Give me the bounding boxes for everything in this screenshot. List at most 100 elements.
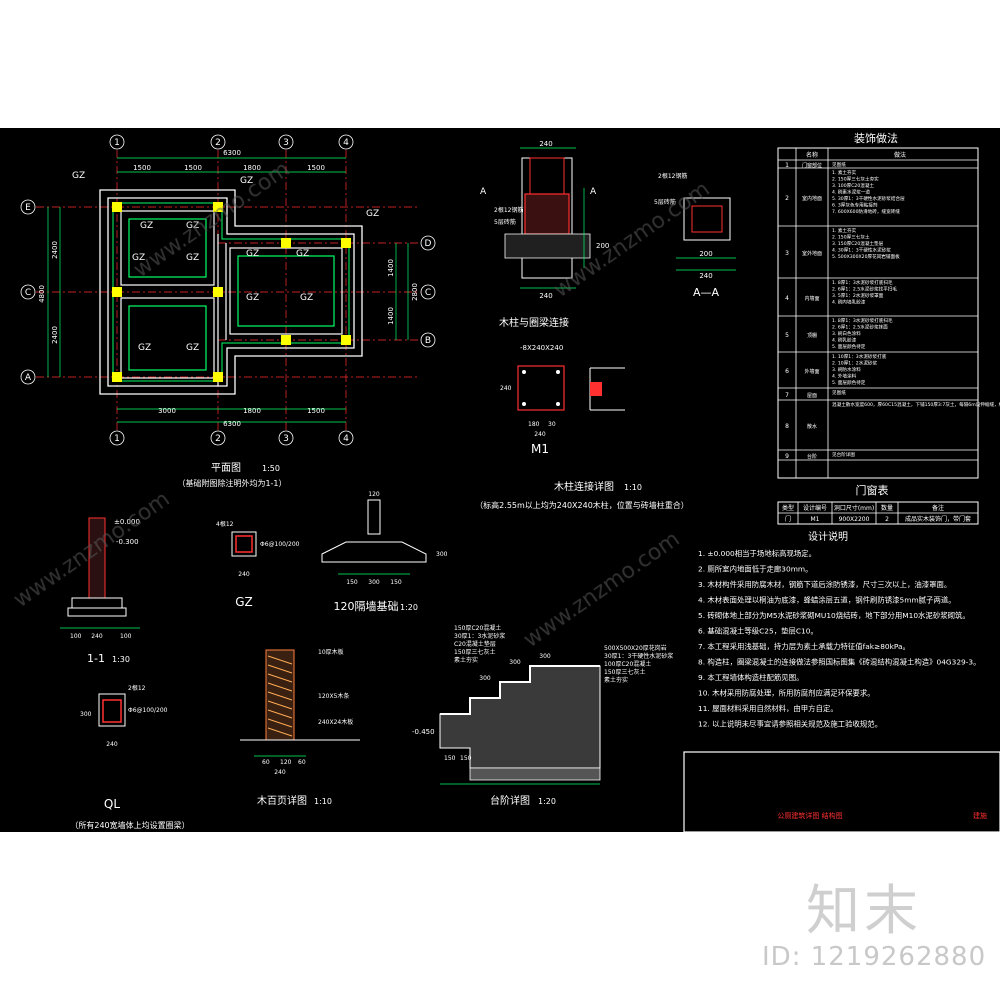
deco-row-item: 见台阶详图 [832,451,855,458]
wood-post-title: 木柱连接详图 [554,480,614,493]
ql-title: QL [104,797,120,811]
s11-dim-left: 100 [70,633,82,640]
gz-label: GZ [300,293,313,303]
deco-row-item: 1. 10厚1：3水泥砂浆打底 [832,353,887,360]
deco-row-no: 8 [785,423,789,430]
gz-detail: 4根12 Φ6@100/200 240 GZ [216,520,300,609]
step-right-label: 500X500X20厚花岗岩 [604,644,667,652]
axis-bubble [278,430,294,446]
m1-plate-label: -8X240X240 [520,344,563,352]
louver-dim-3: 60 [298,759,306,766]
axis-bubble [210,134,226,150]
deco-row-no: 2 [785,195,789,202]
image-id: ID: 1219262880 [762,942,987,972]
deco-row-item: 7. 600X600防滑地砖，缝宽砖缝 [832,208,900,215]
ql-rebar: 2根12 [128,684,146,692]
level-minus-300: -0.300 [116,538,139,546]
gz-label: GZ [186,253,199,263]
louver-slat [267,718,293,728]
step-title: 台阶详图 [490,794,530,807]
deco-header: 名称 [806,151,818,159]
wf-dim-2: 300 [368,579,380,586]
step-right-label: 150厚三七灰土 [604,668,645,676]
gz-title: GZ [235,595,253,609]
deco-row-item: 4. 刷内墙乳胶漆 [832,299,866,306]
deco-header: 做法 [894,151,906,159]
axis-label: 3 [283,138,289,148]
door-header: 备注 [932,504,944,512]
design-note-line: 12. 以上说明未尽事宜请参照相关规范及施工验收规范。 [698,720,882,729]
aa-label-brick: 5层砖筋 [654,198,676,206]
gz-column [112,372,122,382]
dim-top-total: 6300 [223,149,241,157]
axis-bubble [109,134,125,150]
m1-detail: -8X240X240 240 180 30 240 M1 [500,344,625,456]
louver-slat [267,655,293,665]
gz-label: GZ [186,221,199,231]
louver-title: 木百页详图 [257,794,307,807]
gz-label: GZ [138,343,151,353]
louver-dim-1: 60 [262,759,270,766]
deco-row-no: 5 [785,332,789,339]
wf-dim-top: 120 [368,491,380,498]
gz-label: GZ [186,343,199,353]
deco-row-no: 3 [785,250,789,257]
design-note-line: 4. 木材表面处理以桐油为底漆，蜂蜡涂层五道，钢件刷防锈漆5mm腻子两道。 [698,596,956,605]
title-block-name: 公厕建筑详图 结构图 [777,811,842,820]
louver-slat [267,727,293,737]
dim-bottom-total: 6300 [223,420,241,428]
gz-dim: 240 [238,571,250,578]
watermark-3: www.znzmo.com [519,527,684,653]
design-note-line: 1. ±0.000相当于场地标高现场定。 [698,549,816,558]
axis-label: 3 [283,434,289,444]
m1-dim-b2: 30 [548,421,556,428]
gz-label: GZ [246,293,259,303]
gz-column [213,202,223,212]
gz-column [341,238,351,248]
deco-row-item: 2. 10厚1：2水泥砂浆 [832,360,878,367]
step-left-label: 150厚C20混凝土 [454,624,501,632]
wall-footing-detail: 120 150 300 150 300 120隔墙基础 1:20 [321,491,448,613]
deco-row-item: 4. 外墙涂料 [832,373,857,380]
gz-label: GZ [132,253,145,263]
deco-row-item: 3. 刷防水涂料 [832,366,861,373]
gz-column [281,335,291,345]
level-zero: ±0.000 [114,518,140,526]
axis-label: 2 [215,434,221,444]
dim-left: 2400 [51,326,59,344]
dim-right: 1400 [387,259,395,277]
aa-label-bars: 2根12钢筋 [658,172,687,180]
m1-dim-b1: 180 [528,421,540,428]
ql-dim-w: 240 [106,741,118,748]
deco-row-item: 3. 150厚C20混凝土垫层 [832,240,884,247]
gz-stirrup: Φ6@100/200 [260,541,300,548]
gz-label: GZ [366,209,379,219]
section-mark-left: A [480,187,487,197]
gz-column [341,335,351,345]
design-note-line: 5. 砖砌体地上部分为M5水泥砂浆砌MU10烧结砖，地下部分用M10水泥砂浆砌筑… [698,611,970,620]
deco-row-item: 4. 30厚1：3干硬性水泥砂浆 [832,247,891,254]
aa-title: A—A [693,286,720,299]
deco-row-item: 见图纸 [832,161,846,168]
step-level: -0.450 [412,728,435,736]
deco-row-item: 5. 500X300X20厚花岗岩铺面板 [832,253,900,260]
gz-label: GZ [240,176,253,186]
door-header: 类型 [782,504,794,512]
deco-row-item: 5. 面层颜色待定 [832,379,866,386]
wood-post-note: （标高2.55m以上均为240X240木柱，位置与砖墙柱重合） [475,500,689,510]
axis-label: 1 [114,138,120,148]
design-note-line: 6. 基础混凝土等级C25，垫层C10。 [698,627,818,636]
louver-slat [267,691,293,701]
step-dim-2: 300 [509,659,521,666]
louver-slat [267,673,293,683]
s11-dim-right: 100 [120,633,132,640]
plan-scale: 1:50 [262,464,280,473]
door-cell: 门 [785,515,791,523]
section-aa: 200 240 2根12钢筋 5层砖筋 A—A [654,172,736,299]
door-header: 数量 [881,504,893,512]
deco-row-item: 2. 150厚三七灰土 [832,234,870,241]
gz-column [112,287,122,297]
brand-logo: 知末 [806,879,922,942]
